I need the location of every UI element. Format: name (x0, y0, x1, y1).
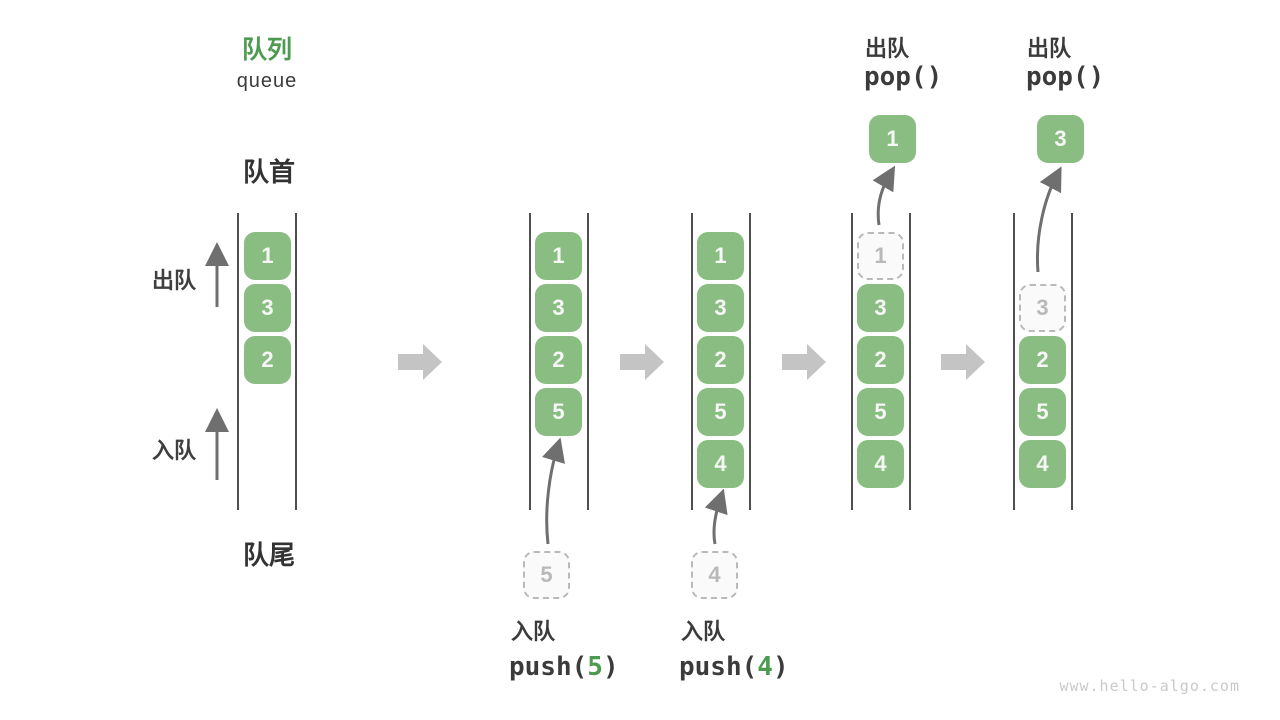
state-transition-arrow-icon (941, 344, 985, 380)
queue-rails-state-2 (529, 213, 589, 510)
queue-element-removed: 3 (1019, 284, 1066, 332)
queue-element: 3 (857, 284, 904, 332)
queue-element: 4 (697, 440, 744, 488)
code-push-4-arg: 4 (757, 652, 773, 682)
code-pop-1: pop() (864, 62, 943, 92)
queue-element: 4 (1019, 440, 1066, 488)
label-enqueue-direction: 入队 (152, 438, 197, 463)
state-transition-arrow-icon (782, 344, 826, 380)
queue-element: 4 (857, 440, 904, 488)
code-push-5: push(5) (509, 652, 619, 682)
label-enqueue-op-2: 入队 (681, 619, 726, 644)
queue-rails-state-1 (237, 213, 297, 510)
queue-element: 1 (244, 232, 291, 280)
queue-element: 3 (244, 284, 291, 332)
queue-element: 1 (535, 232, 582, 280)
code-push-5-arg: 5 (587, 652, 603, 682)
state-transition-arrow-icon (620, 344, 664, 380)
queue-element: 3 (697, 284, 744, 332)
label-queue-rear: 队尾 (243, 540, 296, 570)
queue-element: 2 (1019, 336, 1066, 384)
queue-element: 2 (857, 336, 904, 384)
code-push-4-suffix: ) (772, 652, 789, 682)
queue-element: 1 (697, 232, 744, 280)
queue-rails-state-5 (1013, 213, 1073, 510)
diagram-title-en: queue (236, 70, 298, 92)
queue-element: 2 (697, 336, 744, 384)
popped-element: 3 (1037, 115, 1084, 163)
queue-element: 2 (244, 336, 291, 384)
queue-element: 5 (697, 388, 744, 436)
queue-element: 2 (535, 336, 582, 384)
code-push-4-prefix: push( (679, 652, 758, 682)
diagram-title-zh: 队列 (241, 36, 292, 64)
queue-element-removed: 1 (857, 232, 904, 280)
label-enqueue-op-1: 入队 (511, 619, 556, 644)
label-dequeue-direction: 出队 (152, 268, 197, 293)
staging-element-push: 5 (523, 551, 570, 599)
code-push-5-prefix: push( (509, 652, 588, 682)
label-dequeue-op-1: 出队 (865, 36, 910, 61)
state-transition-arrow-icon (398, 344, 442, 380)
queue-element: 5 (1019, 388, 1066, 436)
code-push-4: push(4) (679, 652, 789, 682)
popped-element: 1 (869, 115, 916, 163)
queue-rails-state-4 (851, 213, 911, 510)
code-push-5-suffix: ) (602, 652, 619, 682)
queue-element: 5 (857, 388, 904, 436)
staging-element-push: 4 (691, 551, 738, 599)
code-pop-2: pop() (1026, 62, 1105, 92)
queue-rails-state-3 (691, 213, 751, 510)
queue-element: 3 (535, 284, 582, 332)
label-dequeue-op-2: 出队 (1027, 36, 1072, 61)
watermark: www.hello-algo.com (1059, 677, 1240, 695)
label-queue-front: 队首 (243, 157, 296, 187)
queue-element: 5 (535, 388, 582, 436)
